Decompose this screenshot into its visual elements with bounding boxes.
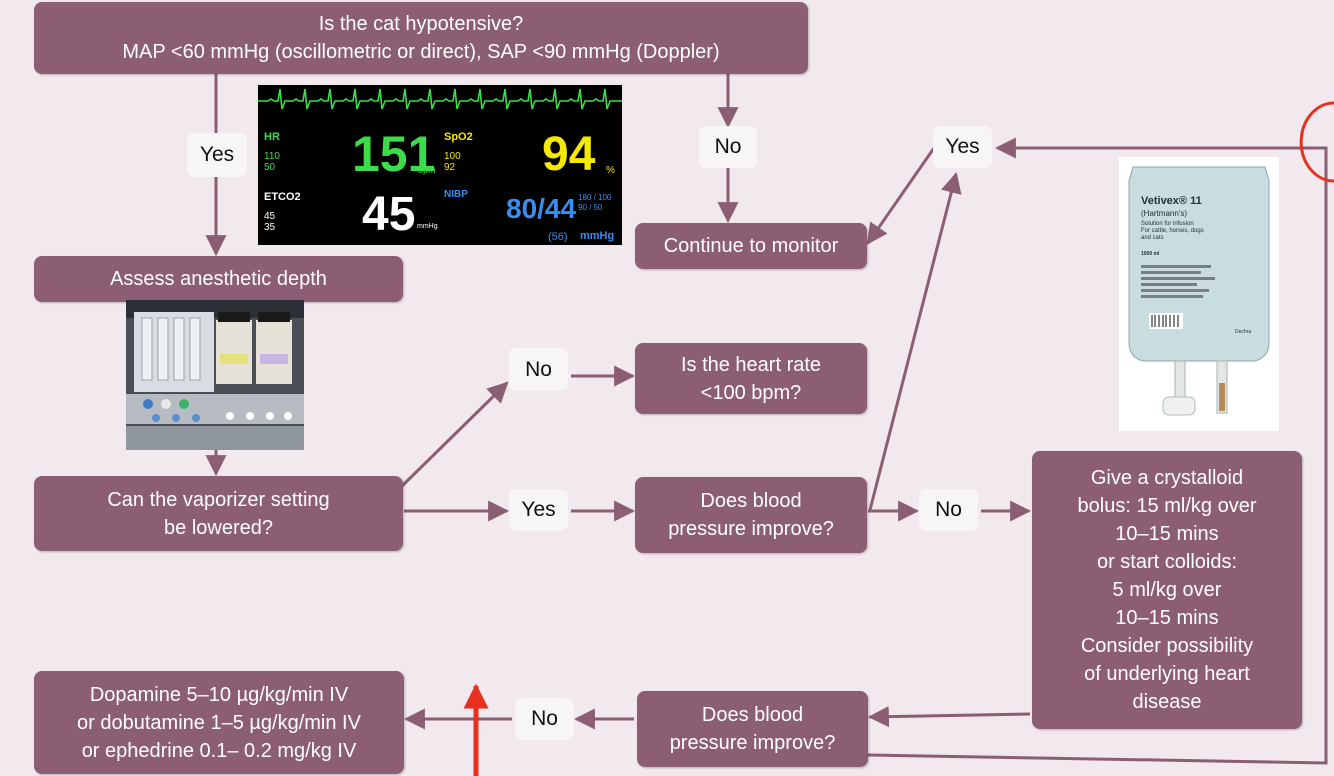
hr-limit-hi: 110	[264, 151, 280, 162]
patient-monitor-image: HR 110 50 151 bpm SpO2 100 92 94 % ETCO2…	[258, 85, 622, 245]
hr-unit: bpm	[418, 165, 436, 175]
etco2-value: 45	[362, 188, 416, 241]
node-hypotensive: Is the cat hypotensive? MAP <60 mmHg (os…	[34, 2, 808, 74]
node-continue-monitor: Continue to monitor	[635, 223, 867, 269]
node-heart-rate: Is the heart rate <100 bpm?	[635, 343, 867, 414]
bag-brand: Vetivex® 11	[1141, 195, 1202, 207]
label-no-top: No	[699, 126, 757, 168]
node-crystalloid: Give a crystalloid bolus: 15 ml/kg over …	[1032, 451, 1302, 729]
anesthesia-machine-photo	[126, 300, 304, 450]
node-assess-depth: Assess anesthetic depth	[34, 256, 403, 302]
hr-label: HR	[264, 131, 280, 143]
label-no-bottom: No	[515, 698, 574, 740]
bag-maker: Dechra	[1235, 329, 1252, 335]
spo2-limit-lo: 92	[444, 162, 456, 173]
nibp-mean: (56)	[548, 231, 568, 243]
nibp-unit: mmHg	[580, 230, 615, 242]
bag-volume: 1000 ml	[1141, 251, 1160, 257]
label-no-mid: No	[919, 489, 978, 531]
ecg-waveform	[258, 88, 622, 110]
bag-description: Solution for infusion For cattle, horses…	[1141, 221, 1204, 241]
spo2-limit-hi: 100	[444, 151, 461, 162]
hr-value: 151	[352, 126, 436, 182]
edge-vaporizer-to-no	[400, 381, 509, 488]
spo2-label: SpO2	[444, 131, 473, 143]
nibp-label: NIBP	[444, 189, 468, 200]
node-bp-improve-1: Does blood pressure improve?	[635, 477, 867, 553]
edge-bp2-loop-to-yes	[867, 137, 1328, 765]
label-yes-mid: Yes	[509, 489, 568, 531]
fluid-bag-photo: Vetivex® 11 (Hartmann's) Solution for in…	[1119, 157, 1279, 431]
etco2-unit: mmHg	[417, 223, 438, 230]
label-no-heart: No	[509, 348, 568, 391]
spo2-unit: %	[606, 165, 615, 176]
node-dopamine: Dopamine 5–10 µg/kg/min IV or dobutamine…	[34, 671, 404, 774]
spo2-value: 94	[542, 128, 596, 181]
edge-yes-to-continue	[866, 147, 936, 245]
hr-limit-lo: 50	[264, 162, 276, 173]
edge-bp1-to-yes	[868, 171, 962, 511]
etco2-limit-lo: 35	[264, 222, 276, 233]
red-circle-highlight	[1299, 101, 1334, 183]
nibp-limits: 180 / 100 90 / 50	[578, 193, 612, 212]
etco2-label: ETCO2	[264, 191, 301, 203]
node-vaporizer: Can the vaporizer setting be lowered?	[34, 476, 403, 551]
bag-subtitle: (Hartmann's)	[1141, 209, 1187, 218]
node-bp-improve-2: Does blood pressure improve?	[637, 691, 868, 767]
nibp-value: 80/44	[506, 193, 577, 224]
label-yes-left: Yes	[187, 133, 247, 177]
edge-crystalloid-to-bp2	[867, 706, 1031, 728]
fluid-bag-graphic	[1128, 166, 1270, 416]
etco2-limit-hi: 45	[264, 211, 276, 222]
label-yes-right: Yes	[933, 126, 992, 168]
